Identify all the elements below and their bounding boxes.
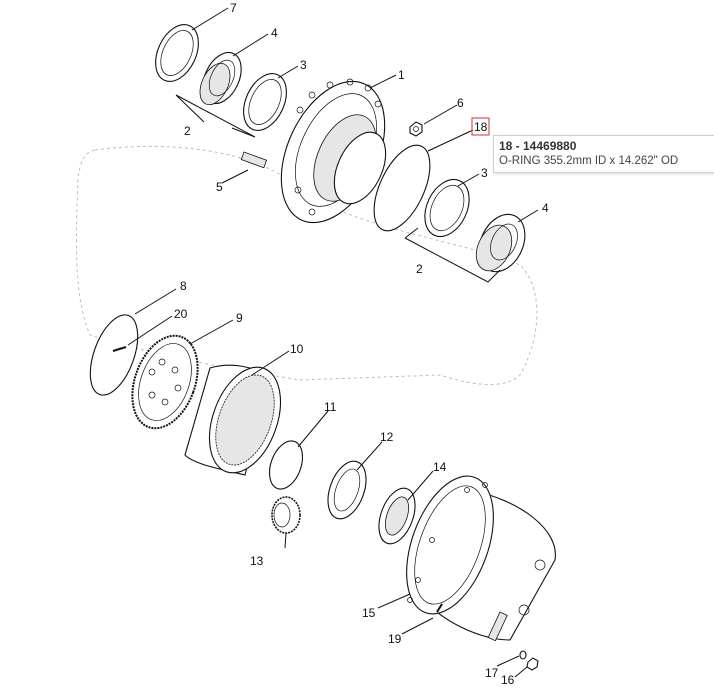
part-bearing-cone-lower[interactable] xyxy=(469,207,533,279)
part-housing-pin[interactable] xyxy=(436,603,443,613)
callout-20[interactable]: 20 xyxy=(174,307,188,321)
callout-5[interactable]: 5 xyxy=(216,180,223,194)
part-snap-ring[interactable] xyxy=(81,309,147,402)
part-seal[interactable] xyxy=(372,483,422,548)
callout-3-lower[interactable]: 3 xyxy=(481,166,488,180)
leader-lines xyxy=(127,7,539,678)
part-wheel-stud[interactable] xyxy=(221,151,268,184)
callout-3-upper[interactable]: 3 xyxy=(300,58,307,72)
part-bearing-cone-upper[interactable] xyxy=(194,46,249,109)
part-bearing-cup-upper[interactable] xyxy=(235,67,295,137)
callout-9[interactable]: 9 xyxy=(236,311,243,325)
callout-19[interactable]: 19 xyxy=(388,632,402,646)
callout-18[interactable]: 18 xyxy=(474,120,488,134)
callout-4-lower[interactable]: 4 xyxy=(542,201,549,215)
callout-13[interactable]: 13 xyxy=(250,554,264,568)
part-planet-carrier-gear[interactable] xyxy=(120,327,209,438)
tooltip-title: 18 - 14469880 xyxy=(499,139,577,153)
callout-8[interactable]: 8 xyxy=(180,279,187,293)
part-seal-ring[interactable] xyxy=(147,18,207,88)
callout-10[interactable]: 10 xyxy=(290,342,304,356)
callout-14[interactable]: 14 xyxy=(433,460,447,474)
part-drain-plug[interactable] xyxy=(526,657,539,671)
callout-12[interactable]: 12 xyxy=(380,430,394,444)
part-o-ring[interactable] xyxy=(363,137,442,239)
callout-7[interactable]: 7 xyxy=(230,1,237,15)
callout-11[interactable]: 11 xyxy=(324,400,337,414)
bracket-line-lower xyxy=(404,227,501,283)
part-tooltip: 18 - 14469880 O-RING 355.2mm ID x 14.262… xyxy=(493,135,714,173)
callout-2-lower[interactable]: 2 xyxy=(416,262,423,276)
part-thrust-washer[interactable] xyxy=(321,456,373,524)
callout-4-upper[interactable]: 4 xyxy=(271,26,278,40)
part-hub[interactable] xyxy=(261,65,406,239)
callout-16[interactable]: 16 xyxy=(501,673,515,687)
callout-2-upper[interactable]: 2 xyxy=(184,124,191,138)
part-drain-washer[interactable] xyxy=(519,650,527,660)
part-ring-gear[interactable] xyxy=(184,357,294,482)
callout-15[interactable]: 15 xyxy=(362,606,376,620)
tooltip-description: O-RING 355.2mm ID x 14.262" OD xyxy=(499,155,679,167)
part-bearing-cup-lower[interactable] xyxy=(416,172,478,243)
part-planet-gear[interactable] xyxy=(271,496,301,534)
part-retaining-ring[interactable] xyxy=(263,436,308,493)
callout-1[interactable]: 1 xyxy=(398,68,405,82)
callout-6[interactable]: 6 xyxy=(457,96,464,110)
bracket-line-upper xyxy=(175,94,256,138)
part-pin[interactable] xyxy=(112,346,127,352)
part-nut[interactable] xyxy=(409,121,423,137)
callout-17[interactable]: 17 xyxy=(485,666,499,680)
part-spindle-housing[interactable] xyxy=(390,464,556,642)
assembly-group-outline xyxy=(75,145,538,385)
callout-18-highlight-box xyxy=(471,117,490,136)
